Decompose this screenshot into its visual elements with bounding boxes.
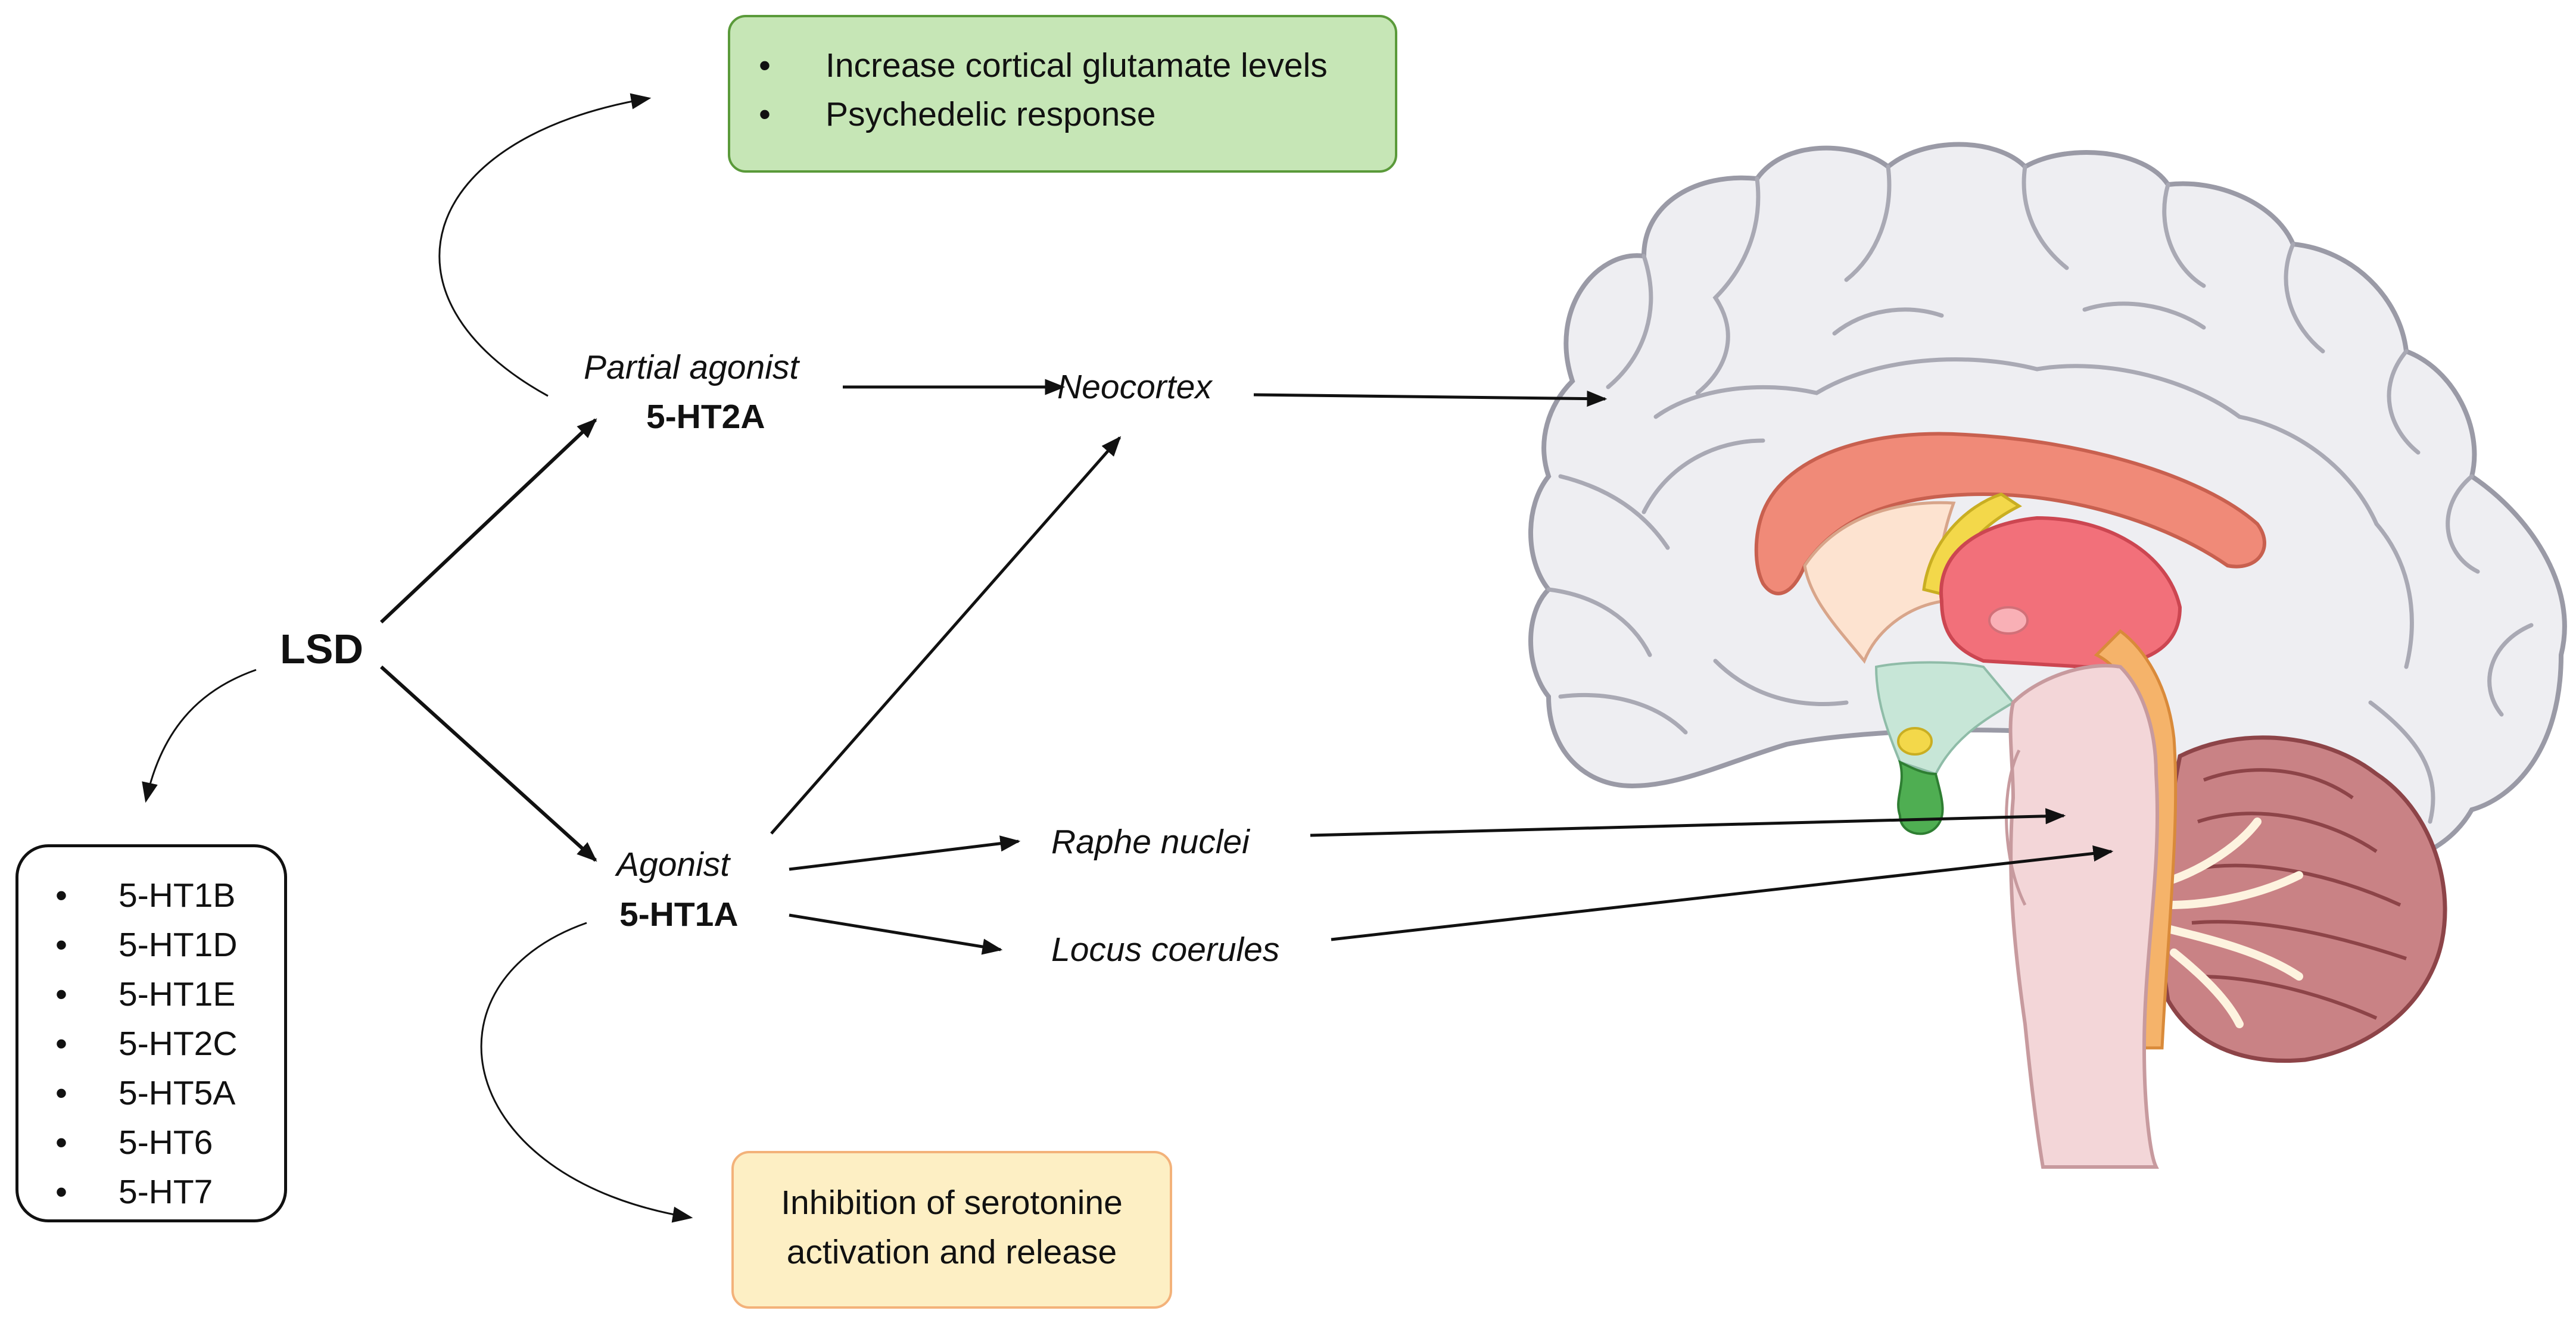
receptor-item: 5-HT1D [18, 920, 284, 970]
effect-item: Increase cortical glutamate levels [730, 41, 1395, 90]
pons-bulge [2005, 749, 2027, 906]
ht2a-role-label: Partial agonist [584, 348, 799, 386]
pituitary-gland [1897, 760, 1944, 835]
ht1a-receptor-label: 5-HT1A [619, 895, 739, 934]
arrow-ht1a-to-locus [789, 913, 1003, 955]
effect-item: Psychedelic response [730, 90, 1395, 139]
ht2a-receptor-label: 5-HT2A [646, 398, 765, 436]
locus-coerules-label: Locus coerules [1051, 931, 1280, 969]
brainstem [2008, 664, 2160, 1169]
raphe-nuclei-label: Raphe nuclei [1051, 823, 1250, 861]
receptor-item: 5-HT6 [18, 1118, 284, 1168]
arrow-raphe-to-brainstem [1310, 808, 2066, 837]
ht1a-effect-box: Inhibition of serotonine activation and … [731, 1151, 1172, 1309]
cerebellum-folia [2191, 768, 2407, 1020]
arrow-ht1a-to-raphe [789, 835, 1021, 871]
effect-line: activation and release [786, 1233, 1117, 1271]
effect-line: Inhibition of serotonine [781, 1184, 1123, 1222]
arrow-neocortex-to-brain [1253, 391, 1608, 407]
optic-chiasm [1897, 727, 1933, 756]
massa-intermedia [1988, 606, 2029, 635]
corpus-callosum [1754, 432, 2266, 595]
receptor-item: 5-HT2C [18, 1019, 284, 1069]
receptor-item: 5-HT1E [18, 970, 284, 1019]
ht1a-role-label: Agonist [616, 845, 730, 884]
neocortex-label: Neocortex [1057, 368, 1212, 406]
arrow-locus-to-brainstem [1331, 845, 2114, 941]
gyri-lines [1546, 164, 2534, 824]
other-receptors-box: 5-HT1B 5-HT1D 5-HT1E 5-HT2C 5-HT5A 5-HT6… [15, 844, 287, 1222]
brain-illustration [1528, 142, 2567, 1169]
receptor-item: 5-HT7 [18, 1168, 284, 1217]
cerebral-cortex [1528, 142, 2567, 867]
arrow-lsd-to-ht1a [379, 665, 597, 862]
arbor-vitae [2164, 817, 2303, 1028]
receptor-item: 5-HT5A [18, 1069, 284, 1118]
ht2a-effects-box: Increase cortical glutamate levels Psych… [728, 15, 1397, 173]
curve-ht1a-to-inhibition [480, 922, 693, 1223]
curve-ht2a-to-effects [438, 93, 652, 397]
curve-lsd-to-receptors [142, 669, 257, 803]
lsd-label: LSD [280, 626, 363, 672]
arrow-ht1a-to-neocortex [770, 436, 1122, 835]
arrow-lsd-to-ht2a [379, 418, 597, 624]
receptor-item: 5-HT1B [18, 871, 284, 920]
connectors [142, 93, 2114, 1223]
